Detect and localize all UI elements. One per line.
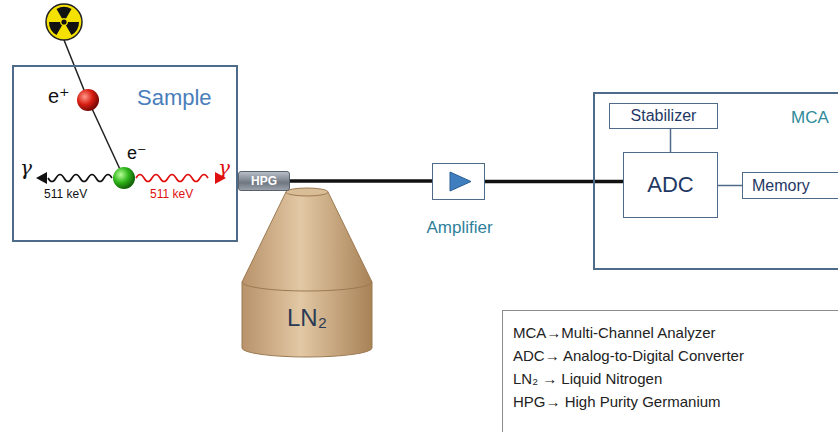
connector-line [290, 181, 432, 182]
sample-box: Sample [12, 65, 238, 242]
ln2-dewar: LN₂ [240, 186, 374, 358]
node-text: HPG [251, 174, 277, 188]
stabilizer-box: Stabilizer [609, 103, 718, 129]
node-text: LN₂ [240, 304, 374, 332]
particle-label: e⁻ [127, 142, 147, 164]
node-text: ADC→ Analog-to-Digital Converter [513, 344, 836, 367]
node-text: Amplifier [403, 218, 516, 238]
node-text: MCA→Multi-Channel Analyzer [513, 321, 836, 344]
radiation-symbol [46, 4, 82, 40]
adc-box: ADC [623, 152, 718, 218]
energy-label: 511 keV [44, 187, 87, 201]
gamma-label: γ [20, 156, 32, 180]
gamma-label: γ [218, 156, 230, 180]
gamma-wave [48, 175, 112, 182]
track-line [88, 100, 124, 178]
node-text: Sample [137, 85, 212, 111]
hpg-detector: HPG [238, 171, 290, 191]
node-text: MCA [791, 108, 829, 128]
gamma-wave [136, 175, 208, 182]
amplifier-symbol [433, 164, 486, 201]
node-text: LN₂ → Liquid Nitrogen [513, 367, 836, 390]
node-text: ADC [647, 172, 693, 198]
node-text: Stabilizer [631, 107, 697, 125]
node-text: HPG→ High Purity Germanium [513, 390, 836, 413]
connector-line [718, 185, 742, 186]
connector-line [670, 129, 671, 152]
connector-line [485, 181, 623, 182]
electron-ball [113, 167, 135, 189]
memory-box: Memory [742, 172, 838, 199]
abbreviation-box: MCA→Multi-Channel AnalyzerADC→ Analog-to… [502, 310, 838, 432]
positron-ball [77, 89, 99, 111]
energy-label: 511 keV [150, 187, 193, 201]
mca-box: MCA StabilizerADC Memory [593, 92, 838, 270]
gamma-arrowhead [36, 172, 47, 184]
node-text: Memory [752, 177, 810, 195]
amplifier-box: Amplifier [432, 163, 485, 200]
dewar-shape [240, 186, 374, 358]
particle-label: e⁺ [48, 84, 70, 108]
